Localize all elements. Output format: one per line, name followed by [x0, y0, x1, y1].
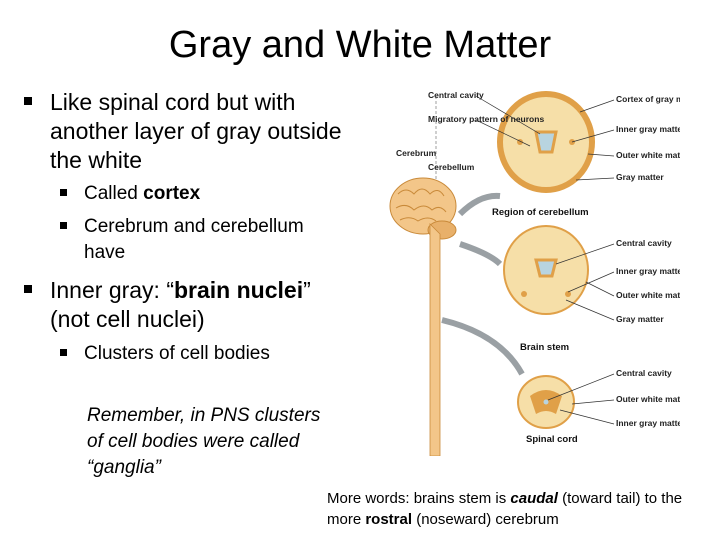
brain-nuclei-term: brain nuclei: [174, 277, 304, 303]
bullet-square-icon: [60, 189, 67, 196]
sub-bullet-cerebrum: Cerebrum and cerebellum have: [60, 214, 330, 266]
bullet-spinal-cord: Like spinal cord but with another layer …: [24, 88, 344, 175]
bullet-square-icon: [60, 349, 67, 356]
label-inner-gray-1: Inner gray matter: [616, 124, 680, 134]
sub-bullet-text: Clusters of cell bodies: [84, 343, 270, 364]
brain-section-diagram: Central cavity Migratory pattern of neur…: [389, 90, 680, 456]
bullet-square-icon: [24, 285, 32, 293]
label-outer-white-1: Outer white matter: [616, 150, 680, 160]
label-cerebrum: Cerebrum: [396, 148, 437, 158]
label-outer-white-2: Outer white matter: [616, 290, 680, 300]
rostral-term: rostral: [365, 511, 413, 528]
called-text: Called: [84, 183, 144, 204]
curved-arrow: [457, 192, 501, 217]
inner-gray-prefix: Inner gray: “: [50, 277, 174, 303]
label-migratory: Migratory pattern of neurons: [428, 114, 544, 124]
label-gray-matter-1: Gray matter: [616, 172, 664, 182]
sub-bullet-cortex: Called cortex: [60, 181, 330, 207]
bullet-square-icon: [60, 222, 67, 229]
leader-lines: [475, 95, 615, 425]
bullet-text: Like spinal cord but with another layer …: [50, 89, 342, 173]
more-p3: (noseward) cerebrum: [412, 511, 559, 528]
sub-bullet-clusters: Clusters of cell bodies: [60, 341, 330, 367]
cerebrum-section: [497, 91, 595, 193]
caption-region-cerebellum: Region of cerebellum: [492, 207, 589, 218]
more-words-note: More words: brains stem is caudal (towar…: [327, 488, 720, 530]
label-cortex-gray: Cortex of gray matter: [616, 94, 680, 104]
label-central-cavity-2: Central cavity: [616, 238, 672, 248]
brainstem-section: [503, 225, 589, 315]
sub-bullet-text: Called cortex: [60, 181, 330, 207]
bullet-inner-gray: Inner gray: “brain nuclei” (not cell nuc…: [24, 276, 344, 334]
curved-arrow: [441, 317, 525, 376]
caudal-term: caudal: [510, 490, 558, 507]
label-inner-gray-2: Inner gray matter: [616, 266, 680, 276]
label-gray-matter-2: Gray matter: [616, 314, 664, 324]
label-outer-white-3: Outer white matter: [616, 394, 680, 404]
spinal-cord-section: [517, 375, 575, 429]
more-p2: (toward tail) to the more: [327, 490, 683, 528]
more-p1: More words: brains stem is: [327, 490, 511, 507]
caption-spinal-cord: Spinal cord: [526, 434, 578, 445]
brain-illustration: [389, 177, 457, 456]
inner-gray-suffix: ” (not cell nuclei): [50, 277, 311, 332]
label-cerebellum: Cerebellum: [428, 162, 475, 172]
label-central-cavity-3: Central cavity: [616, 368, 672, 378]
bullet-text: Inner gray: “brain nuclei” (not cell nuc…: [24, 276, 344, 334]
bullet-square-icon: [24, 97, 32, 105]
remember-note: Remember, in PNS clusters of cell bodies…: [87, 405, 321, 478]
label-central-cavity: Central cavity: [428, 90, 484, 100]
slide-title: Gray and White Matter: [168, 24, 552, 66]
sub-bullet-text: Cerebrum and cerebellum have: [84, 216, 304, 263]
curved-arrow: [459, 241, 503, 267]
caption-brain-stem: Brain stem: [520, 342, 569, 353]
cortex-term: cortex: [143, 183, 201, 204]
label-inner-gray-3: Inner gray matter: [616, 418, 680, 428]
